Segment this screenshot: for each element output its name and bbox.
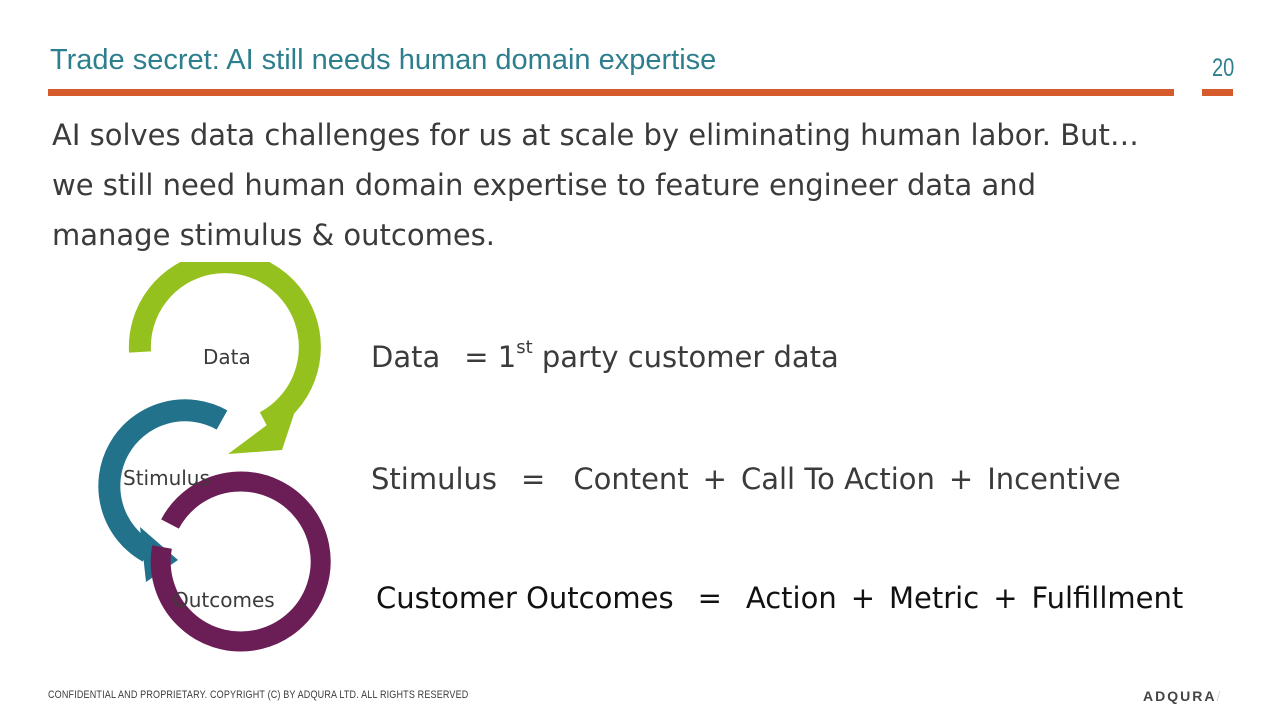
stimulus-equals: = [521, 462, 546, 496]
stimulus-arrow [98, 399, 228, 562]
data-equation: Data = 1st party customer data [371, 337, 839, 375]
outcomes-part-action: Action [745, 581, 837, 615]
data-arrow [128, 251, 321, 432]
stimulus-term: Stimulus [371, 462, 498, 496]
intro-line-2: we still need human domain expertise to … [52, 168, 1037, 202]
stimulus-label: Stimulus [123, 466, 210, 490]
intro-line-3: manage stimulus & outcomes. [52, 218, 496, 252]
brand-name: ADQURA [1143, 688, 1217, 704]
outcomes-ring [150, 471, 331, 652]
brand-mark: / [1216, 688, 1221, 704]
stimulus-part-content: Content [573, 462, 689, 496]
stimulus-part-cta: Call To Action [740, 462, 935, 496]
outcomes-plus-2: + [993, 581, 1018, 615]
stimulus-plus-1: + [702, 462, 727, 496]
page-number: 20 [1212, 54, 1235, 82]
data-arrowhead [228, 402, 298, 454]
stimulus-equation: Stimulus = Content + Call To Action + Incentiv… [371, 462, 1121, 496]
cycle-arrows [98, 251, 331, 652]
data-equals: = 1 [464, 340, 517, 374]
intro-text: AI solves data challenges for us at scal… [52, 110, 1202, 260]
outcomes-label: Outcomes [173, 588, 275, 612]
outcomes-part-metric: Metric [889, 581, 980, 615]
stimulus-plus-2: + [948, 462, 974, 496]
data-label: Data [203, 345, 251, 369]
outcomes-term: Customer Outcomes [376, 581, 674, 615]
intro-line-1: AI solves data challenges for us at scal… [52, 118, 1139, 152]
outcomes-equation: Customer Outcomes = Action + Metric + Fulfillm… [376, 581, 1183, 615]
data-superscript: st [516, 337, 533, 358]
outcomes-equals: = [697, 581, 722, 615]
slide-title: Trade secret: AI still needs human domai… [50, 44, 717, 76]
cycle-diagram: Data Stimulus Outcomes [70, 251, 340, 692]
data-term: Data [371, 340, 441, 374]
outcomes-part-fulfillment: Fulfillment [1031, 581, 1184, 615]
data-definition: party customer data [541, 340, 839, 374]
footer-copyright: CONFIDENTIAL AND PROPRIETARY. COPYRIGHT … [48, 689, 469, 701]
outcomes-plus-1: + [850, 581, 876, 615]
stimulus-part-incentive: Incentive [987, 462, 1121, 496]
brand-logo: ADQURA/ [1143, 688, 1220, 704]
title-divider [48, 89, 1174, 96]
page-number-divider [1202, 89, 1233, 96]
